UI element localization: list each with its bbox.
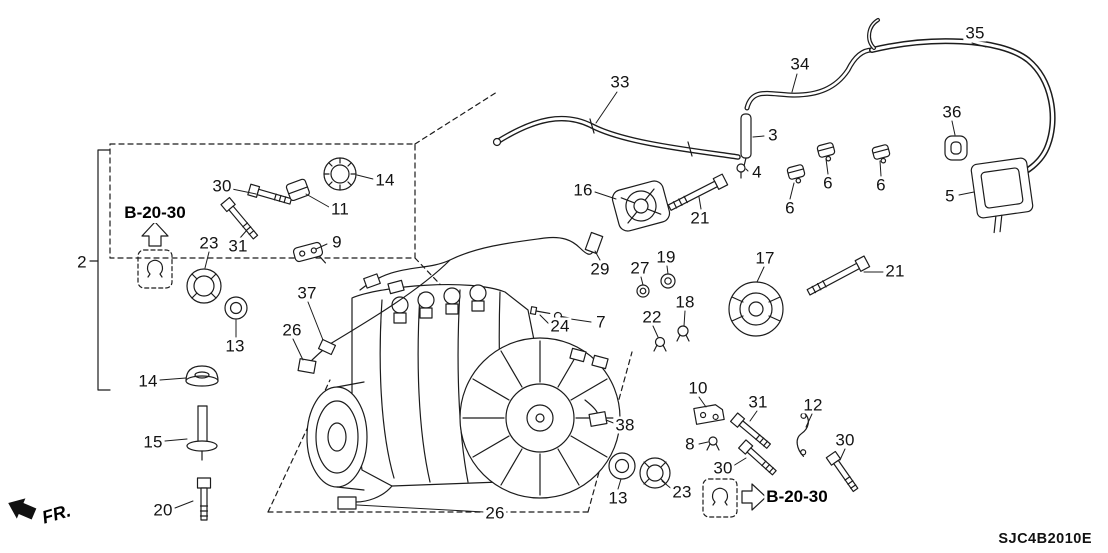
clip-6-b (816, 142, 836, 162)
bolt-30-bottom-left (738, 439, 777, 476)
breather-pipe-35 (867, 18, 1056, 182)
rubber-damper-14-left (185, 365, 219, 387)
washer-19 (660, 273, 676, 289)
callout-14-top: 14 (373, 170, 397, 190)
stud-15 (186, 405, 218, 461)
breather-pipe-34 (744, 47, 875, 111)
oil-seal-23-top (186, 268, 222, 304)
bracket-10 (693, 404, 725, 425)
oil-seal-23-bottom (639, 457, 671, 489)
callout-5: 5 (943, 186, 957, 206)
connector-38 (588, 411, 608, 427)
callout-22: 22 (640, 307, 664, 327)
callout-6-b: 6 (821, 173, 835, 193)
breather-cap-14-top (323, 157, 357, 191)
callout-27: 27 (628, 258, 652, 278)
bolt-30-bottom-right (825, 450, 859, 493)
clip-6-a (786, 164, 806, 184)
callout-33: 33 (608, 72, 632, 92)
callout-36: 36 (940, 102, 964, 122)
callout-23-top: 23 (197, 233, 221, 253)
bracket-9 (292, 241, 327, 264)
callout-7: 7 (594, 312, 608, 332)
finned-cover (459, 337, 621, 499)
bolt-31-bottom (729, 412, 771, 449)
connector-29 (584, 231, 604, 255)
callout-8: 8 (683, 434, 697, 454)
left-output-flange (306, 381, 368, 491)
clip-18 (676, 325, 690, 342)
callout-11: 11 (328, 199, 352, 219)
bolt-24 (529, 306, 551, 316)
callout-30-top: 30 (210, 176, 234, 196)
callout-13-top: 13 (223, 336, 247, 356)
callout-38: 38 (613, 415, 637, 435)
callout-30-bottom-left: 30 (711, 458, 735, 478)
callout-17: 17 (753, 248, 777, 268)
breather-chamber-5 (970, 157, 1034, 234)
callout-21-top: 21 (688, 208, 712, 228)
callout-14-left: 14 (136, 371, 160, 391)
callout-30-bottom-right: 30 (833, 430, 857, 450)
breather-pipe-33 (492, 115, 741, 160)
bolt-31-top (220, 196, 259, 240)
callout-21-right: 21 (883, 261, 907, 281)
callout-3: 3 (766, 125, 780, 145)
bracket-part-2 (89, 149, 111, 391)
callout-9: 9 (330, 232, 344, 252)
callout-16: 16 (571, 180, 595, 200)
ref-link-b-20-30-bottom[interactable]: B-20-30 (764, 487, 830, 507)
ref-box-top (137, 221, 173, 289)
washer-27 (636, 284, 650, 298)
mount-17 (728, 281, 784, 337)
bracket-11 (285, 178, 310, 202)
connector-26-top (297, 358, 317, 374)
fitting-4 (736, 163, 746, 179)
callout-31-bottom: 31 (746, 392, 770, 412)
connector-26-bottom (337, 496, 357, 510)
bolt-21-right (806, 255, 871, 296)
callout-29: 29 (588, 259, 612, 279)
seal-ring-13-bottom (608, 452, 636, 480)
callout-2: 2 (75, 252, 89, 272)
callout-12: 12 (801, 395, 825, 415)
callout-34: 34 (788, 54, 812, 74)
callout-26-bottom: 26 (483, 503, 507, 523)
callout-37: 37 (295, 283, 319, 303)
callout-15: 15 (141, 432, 165, 452)
bolt-20 (196, 477, 212, 521)
fr-arrow (8, 498, 37, 520)
leader-lines (159, 42, 987, 513)
callout-6-c: 6 (874, 175, 888, 195)
callout-4: 4 (750, 162, 764, 182)
clip-6-c (871, 144, 891, 164)
callout-31-top: 31 (226, 236, 250, 256)
ref-box-bottom (702, 478, 767, 518)
callout-24: 24 (548, 316, 572, 336)
callout-20: 20 (151, 500, 175, 520)
clip-8 (706, 436, 720, 451)
bolt-30-top (247, 183, 293, 205)
ref-link-b-20-30-top[interactable]: B-20-30 (122, 203, 188, 223)
grommet-36 (944, 135, 968, 161)
callout-19: 19 (654, 247, 678, 267)
callout-23-bottom: 23 (670, 482, 694, 502)
joint-tube-3 (740, 113, 752, 167)
diagram-code: SJC4B2010E (998, 531, 1092, 547)
callout-35: 35 (963, 23, 987, 43)
callout-18: 18 (673, 292, 697, 312)
seal-ring-13-top (224, 296, 248, 320)
clip-22 (653, 336, 667, 352)
mount-16 (611, 180, 671, 232)
callout-10: 10 (686, 378, 710, 398)
callout-26-top: 26 (280, 320, 304, 340)
callout-13-bottom: 13 (606, 488, 630, 508)
bolt-21-top (667, 173, 729, 211)
callout-6-a: 6 (783, 198, 797, 218)
connector-37 (317, 338, 337, 356)
